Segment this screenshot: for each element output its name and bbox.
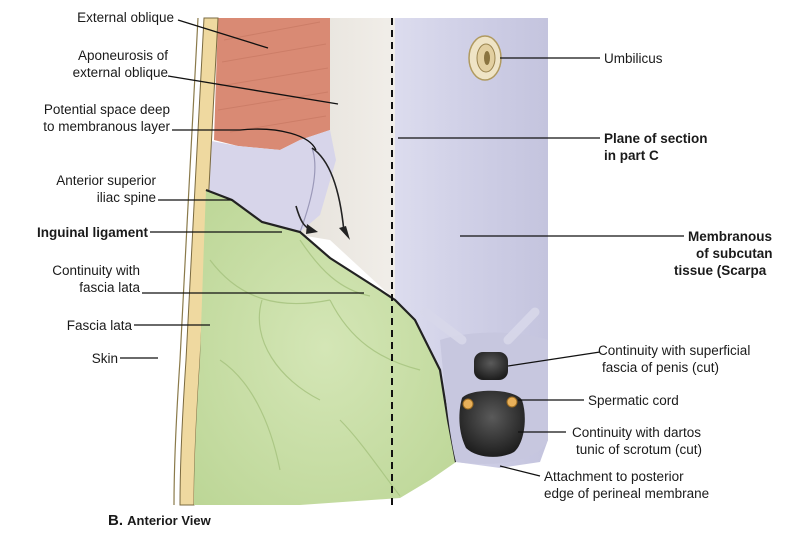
caption-letter: B. <box>108 512 123 529</box>
label-skin: Skin <box>92 350 118 367</box>
label-attachment-line2: edge of perineal membrane <box>544 485 709 502</box>
label-membranous-layer: Membranous of subcutan tissue (Scarpa <box>688 228 773 279</box>
label-continuity-fascia-lata-line2: fascia lata <box>52 279 140 296</box>
label-continuity-penis: Continuity with superficial fascia of pe… <box>598 342 750 376</box>
label-attachment: Attachment to posterior edge of perineal… <box>544 468 709 502</box>
label-continuity-dartos-line2: tunic of scrotum (cut) <box>572 441 702 458</box>
label-fascia-lata: Fascia lata <box>67 317 132 334</box>
label-membranous-line2: of subcutan <box>688 245 773 262</box>
penis-cut-opening <box>474 352 508 380</box>
label-attachment-line1: Attachment to posterior <box>544 468 709 485</box>
label-plane-of-section-line2: in part C <box>604 147 708 164</box>
label-aponeurosis-line1: Aponeurosis of <box>73 47 168 64</box>
label-spermatic-cord: Spermatic cord <box>588 392 679 409</box>
label-external-oblique: External oblique <box>77 9 174 26</box>
label-continuity-fascia-lata: Continuity with fascia lata <box>52 262 140 296</box>
label-potential-space-line1: Potential space deep <box>43 101 170 118</box>
label-plane-of-section: Plane of section in part C <box>604 130 708 164</box>
spermatic-cord-right <box>507 397 517 407</box>
label-potential-space: Potential space deep to membranous layer <box>43 101 170 135</box>
label-potential-space-line2: to membranous layer <box>43 118 170 135</box>
caption-text: Anterior View <box>127 513 211 528</box>
label-aponeurosis-line2: external oblique <box>73 64 168 81</box>
label-plane-of-section-line1: Plane of section <box>604 130 708 147</box>
label-inguinal-ligament: Inguinal ligament <box>37 224 148 241</box>
label-umbilicus: Umbilicus <box>604 50 663 67</box>
label-continuity-dartos: Continuity with dartos tunic of scrotum … <box>572 424 702 458</box>
label-continuity-penis-line1: Continuity with superficial <box>598 342 750 359</box>
label-asis-line1: Anterior superior <box>56 172 156 189</box>
label-continuity-dartos-line1: Continuity with dartos <box>572 424 702 441</box>
label-continuity-penis-line2: fascia of penis (cut) <box>598 359 750 376</box>
label-membranous-line1: Membranous <box>688 228 773 245</box>
figure-caption: B. Anterior View <box>108 512 211 529</box>
label-aponeurosis: Aponeurosis of external oblique <box>73 47 168 81</box>
label-continuity-fascia-lata-line1: Continuity with <box>52 262 140 279</box>
label-asis: Anterior superior iliac spine <box>56 172 156 206</box>
label-membranous-line3: tissue (Scarpa <box>674 262 773 279</box>
spermatic-cord-left <box>463 399 473 409</box>
label-asis-line2: iliac spine <box>56 189 156 206</box>
